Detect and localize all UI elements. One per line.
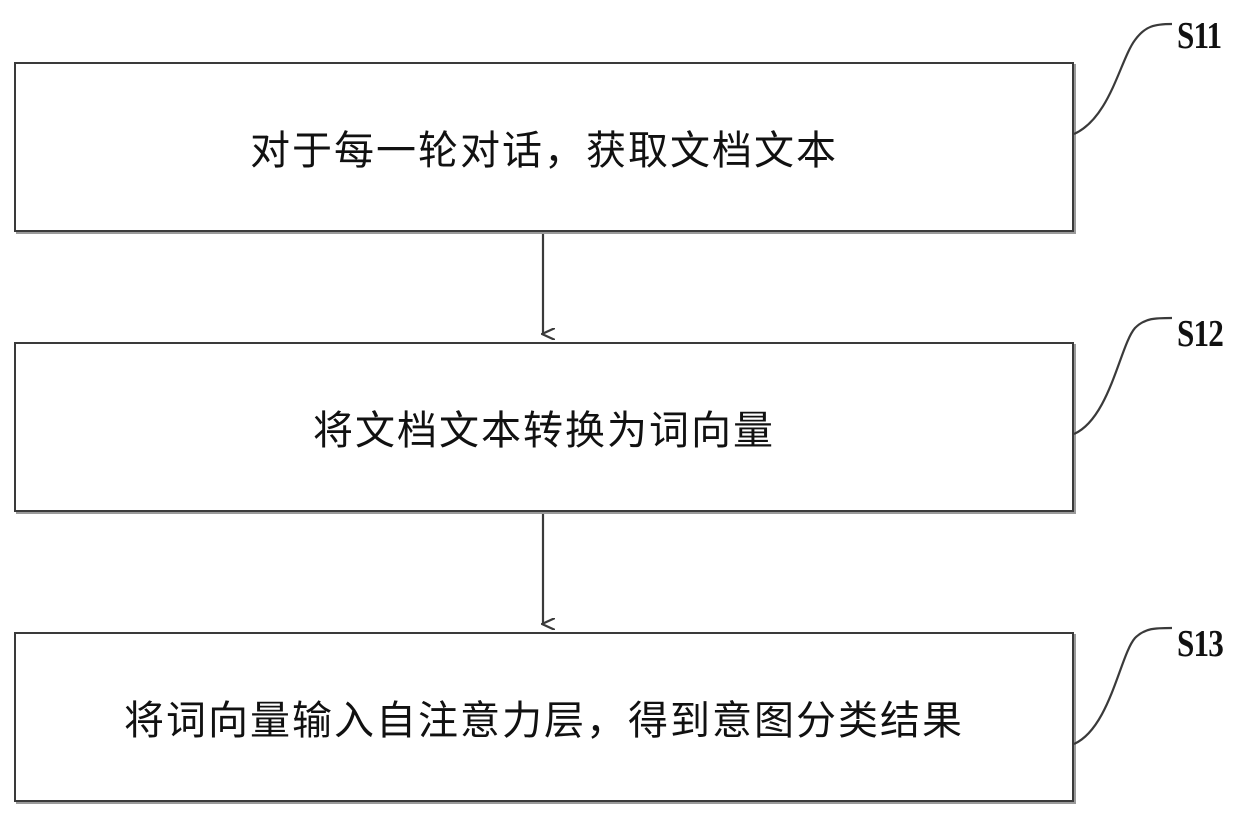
step-text-s11: 对于每一轮对话，获取文档文本 (250, 128, 838, 174)
leader-line-s12 (1073, 316, 1173, 436)
step-box-s11: 对于每一轮对话，获取文档文本 (14, 62, 1074, 232)
leader-line-s13 (1073, 626, 1173, 746)
step-text-s12: 将文档文本转换为词向量 (313, 408, 775, 454)
step-label-s12: S12 (1177, 313, 1224, 355)
step-label-s13: S13 (1177, 623, 1224, 665)
step-label-s11: S11 (1177, 15, 1222, 57)
step-box-s12: 将文档文本转换为词向量 (14, 342, 1074, 512)
leader-line-s11 (1073, 22, 1173, 136)
step-text-s13: 将词向量输入自注意力层，得到意图分类结果 (124, 698, 964, 744)
step-box-s13: 将词向量输入自注意力层，得到意图分类结果 (14, 632, 1074, 802)
